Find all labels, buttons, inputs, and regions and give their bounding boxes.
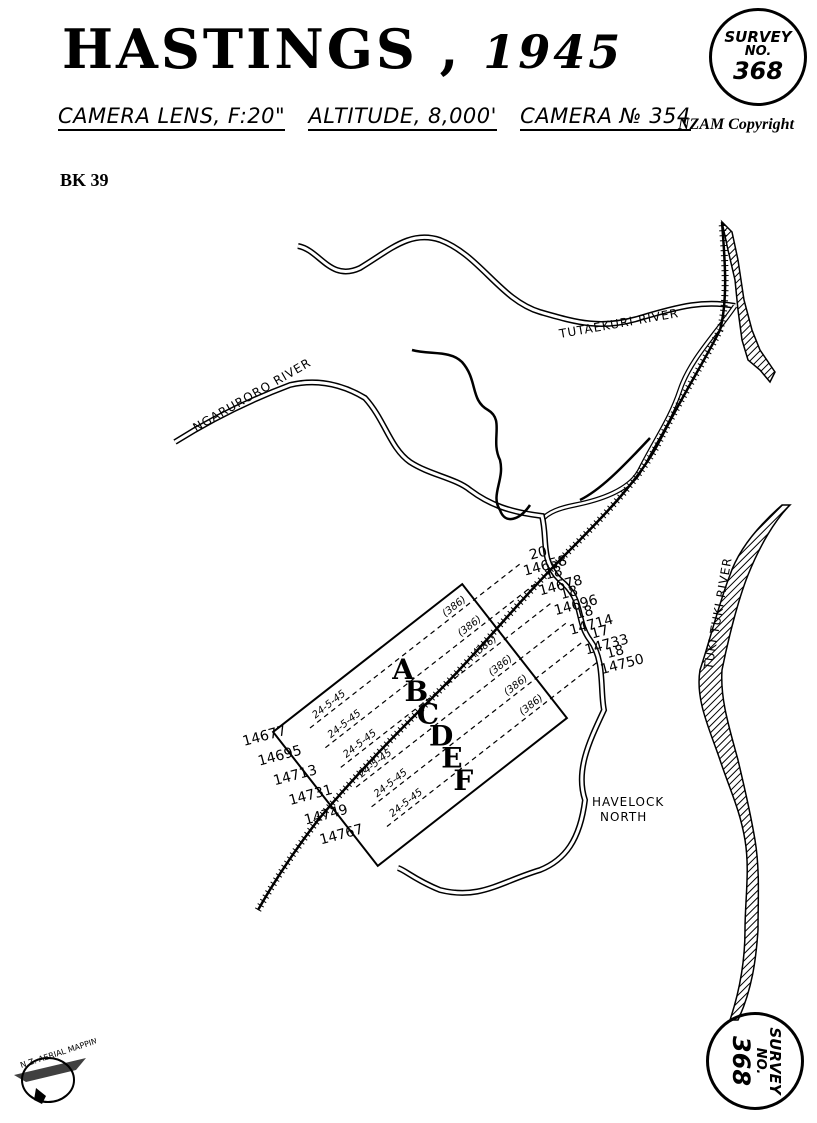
strip-start-left-b: 14695 <box>256 743 303 770</box>
strip-start-left-c: 14713 <box>272 762 319 789</box>
nz-aerial-mapping-logo: N.Z. AERIAL MAPPING LTD <box>14 1030 96 1104</box>
strip-start-left-a: 14677 <box>241 723 288 750</box>
label-havelock: HAVELOCK <box>592 795 664 809</box>
camera-details: CAMERA LENS, F:20" ALTITUDE, 8,000' CAME… <box>58 104 707 131</box>
strip-letter-b: B <box>405 675 429 708</box>
strip-date-f: 24-5-45 <box>387 787 425 820</box>
camera-lens: CAMERA LENS, F:20" <box>58 104 286 131</box>
railway-line <box>254 221 729 912</box>
book-reference: BK 39 <box>60 170 109 190</box>
coastline <box>720 219 776 384</box>
strip-count-f: 18 <box>605 642 626 662</box>
strip-line-f <box>386 659 601 827</box>
camera-number: CAMERA № 354 <box>520 104 691 131</box>
strip-letter-f: F <box>453 764 473 797</box>
stamp-number: 368 <box>732 57 784 86</box>
tributary-stream <box>411 348 532 521</box>
strip-letter-c: C <box>417 697 439 730</box>
strip-count-b: 18 <box>543 563 564 583</box>
strip-line-e <box>371 640 585 808</box>
stamp-word: SURVEY <box>724 27 792 46</box>
survey-block <box>271 582 569 868</box>
label-north: NORTH <box>600 810 647 824</box>
ngaruroro-river <box>173 379 608 896</box>
strip-line-b <box>325 580 539 749</box>
title-place: HASTINGS <box>62 17 418 81</box>
strip-count-c: 18 <box>558 583 579 603</box>
label-ngaruroro-river: NGARURORO RIVER <box>191 355 314 434</box>
strip-letter-d: D <box>429 720 453 753</box>
strip-count-a: 20 <box>528 544 549 564</box>
strip-start-left-f: 14767 <box>318 821 365 848</box>
strip-line-a <box>309 561 524 729</box>
stamp-no: NO. <box>744 44 772 60</box>
strip-date-e: 24-5-45 <box>372 767 410 800</box>
strip-date-d: 24-5-45 <box>357 747 395 780</box>
map-title: HASTINGS , 1945 <box>62 22 623 76</box>
label-tutaekuri-river: TUTAEKURI RIVER <box>557 306 680 341</box>
survey-stamp-top: SURVEY NO. 368 <box>709 8 807 106</box>
strip-count-e: 17 <box>589 622 610 642</box>
title-year: 1945 <box>483 25 624 79</box>
altitude: ALTITUDE, 8,000' <box>308 104 497 131</box>
logo-text: N.Z. AERIAL MAPPING LTD <box>19 1030 96 1070</box>
strip-date-c: 24-5-45 <box>341 728 379 761</box>
copyright-note: NZAM Copyright <box>678 116 795 133</box>
tuki-tuki-river <box>698 504 792 1021</box>
tutaekuri-river <box>297 234 738 522</box>
title-separator: , <box>439 17 462 81</box>
strip-line-d <box>355 620 570 788</box>
strip-letter-e: E <box>441 742 462 775</box>
strip-count-d: 18 <box>574 603 595 623</box>
strip-line-c <box>340 600 554 768</box>
strip-start-left-e: 14749 <box>302 802 349 829</box>
strip-date-a: 24-5-45 <box>310 688 348 721</box>
strip-date-b: 24-5-45 <box>326 708 364 741</box>
